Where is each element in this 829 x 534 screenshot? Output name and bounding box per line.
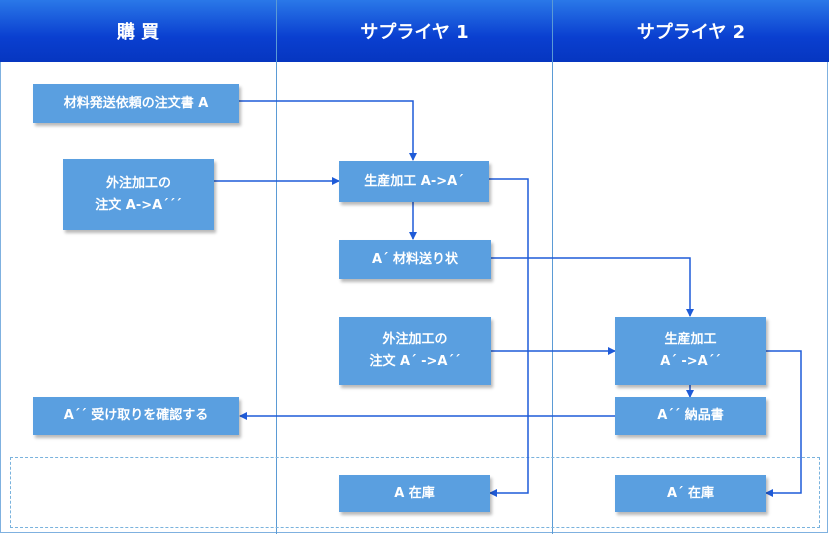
node-production-2: 生産加工 A´ ->A´´ [615, 317, 766, 385]
lane-divider-2 [552, 0, 553, 534]
node-production-1: 生産加工 A->A´ [339, 161, 489, 202]
lane-header-purchasing: 購 買 [0, 0, 276, 62]
lane-header-supplier-2: サプライヤ 2 [553, 0, 829, 62]
lane-header-supplier-1: サプライヤ 1 [277, 0, 552, 62]
node-stock-1: A 在庫 [339, 475, 490, 512]
node-material-order: 材料発送依頼の注文書 A [33, 84, 239, 123]
node-outsource-order-2: 外注加工の 注文 A´ ->A´´ [339, 317, 491, 385]
node-confirm-receipt: A´´ 受け取りを確認する [33, 397, 239, 435]
lane-divider-1 [276, 0, 277, 534]
edge-order-to-production-1 [239, 100, 417, 161]
node-outsource-order-1: 外注加工の 注文 A->A´´´ [63, 159, 214, 230]
edge-material-note-to-production-2 [491, 257, 694, 317]
edge-production-2-to-stock-2 [765, 350, 802, 497]
inventory-zone [10, 457, 820, 528]
node-delivery-note: A´´ 納品書 [615, 397, 766, 435]
edge-production-1-to-stock-1 [489, 178, 529, 497]
lane-frame [0, 62, 828, 533]
node-material-note: A´ 材料送り状 [339, 240, 491, 279]
node-stock-2: A´ 在庫 [615, 475, 766, 512]
